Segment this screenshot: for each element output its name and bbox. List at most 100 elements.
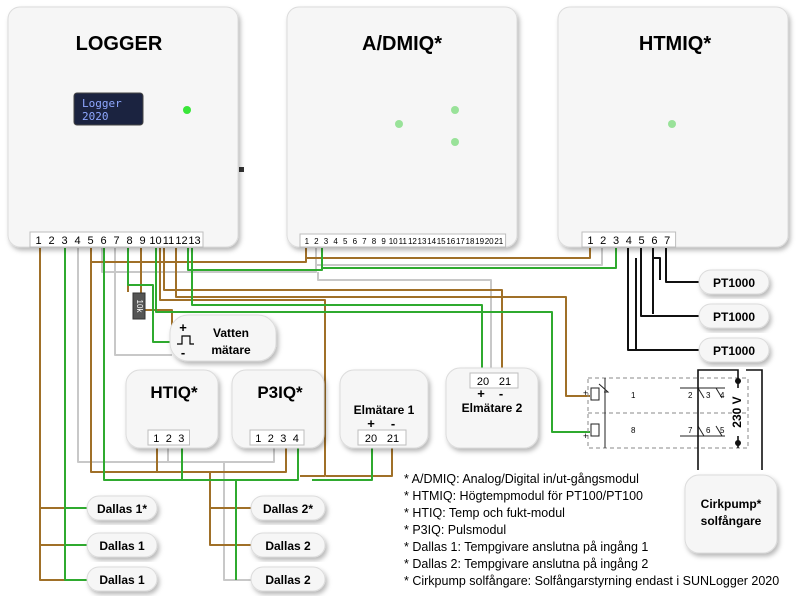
wire-brown-relay: [175, 248, 590, 397]
footnotes: * A/DMIQ: Analog/Digital in/ut-gångsmodu…: [404, 471, 796, 590]
logger-terminal-2: 2: [48, 235, 54, 247]
vatten-plus: +: [179, 320, 187, 335]
dallas-right-2: [250, 532, 326, 558]
logger-terminal-9: 9: [139, 235, 145, 247]
resistor-label: 10k: [135, 300, 144, 314]
relay-minus: +: [583, 431, 588, 441]
logger-status-led: [183, 106, 191, 114]
admiq-terminal-7: 7: [362, 237, 367, 246]
admiq-terminal-20: 20: [485, 237, 494, 246]
relay-pin-6: 6: [706, 426, 711, 435]
wire-black-pt1b: [652, 248, 661, 280]
wire-green-vatten: [127, 248, 172, 343]
relay-schematic: [587, 377, 749, 449]
cirkpump-label-1: Cirkpump*: [701, 497, 762, 511]
elmatare1-minus: -: [391, 416, 395, 431]
elmatare1-module: [339, 369, 429, 449]
htiq-terminal-block: [147, 429, 190, 446]
wire-gray-dallas-right: [223, 462, 252, 581]
wires: [39, 248, 700, 581]
p3iq-terminal-block: [249, 429, 305, 446]
admiq-terminal-1: 1: [305, 237, 310, 246]
mains-terminal-top: [735, 378, 741, 384]
mains-terminal-bottom: [735, 440, 741, 446]
dallas-left-3: [86, 566, 158, 592]
pt1000-sensor-1: [698, 269, 770, 295]
p3iq-terminal-3: 3: [280, 433, 286, 445]
admiq-led-1: [395, 120, 403, 128]
admiq-terminal-5: 5: [343, 237, 348, 246]
footnote: * Cirkpump solfångare: Solfångarstyrning…: [404, 574, 780, 588]
wire-gray-vatten: [114, 248, 172, 356]
wire-brown-dallas-right: [209, 472, 252, 546]
relay-pin-4: 4: [720, 391, 725, 400]
relay-pin-8: 8: [631, 426, 636, 435]
logger-terminal-13: 13: [188, 235, 200, 247]
wire-green-admiq: [187, 248, 323, 271]
wire-black-pt1: [665, 248, 700, 283]
relay-pin-2: 2: [688, 391, 693, 400]
admiq-terminal-12: 12: [408, 237, 417, 246]
admiq-terminal-2: 2: [314, 237, 319, 246]
elmatare1-plus: +: [367, 416, 375, 431]
htmiq-terminal-block: [581, 231, 677, 248]
elmatare1-terminal-block: [357, 429, 407, 446]
htmiq-terminal-3: 3: [613, 235, 619, 247]
pt1000-label-3: PT1000: [713, 344, 755, 358]
wire-gray-admiq-htmiq: [315, 248, 603, 272]
logger-terminal-12: 12: [175, 235, 187, 247]
htmiq-terminal-7: 7: [664, 235, 670, 247]
wire-brown-p3iq-in: [159, 248, 326, 477]
resistor-10k: 10k: [132, 292, 146, 320]
relay-pin-7: 7: [688, 426, 693, 435]
admiq-terminal-18: 18: [466, 237, 475, 246]
admiq-terminal-10: 10: [389, 237, 398, 246]
admiq-terminal-13: 13: [418, 237, 427, 246]
admiq-led-3: [451, 138, 459, 146]
logger-terminal-7: 7: [113, 235, 119, 247]
htiq-terminal-3: 3: [178, 433, 184, 445]
logger-terminal-block: [29, 231, 204, 248]
p3iq-terminal-2: 2: [268, 433, 274, 445]
elmatare1-terminal-21: 21: [387, 433, 399, 445]
admiq-terminal-14: 14: [427, 237, 436, 246]
htmiq-terminal-2: 2: [600, 235, 606, 247]
admiq-led-2: [451, 106, 459, 114]
logger-title: LOGGER: [76, 33, 163, 55]
wire-green-elm2: [191, 248, 483, 372]
pulse-icon: [177, 335, 194, 345]
p3iq-title: P3IQ*: [257, 383, 303, 402]
htmiq-terminal-4: 4: [626, 235, 632, 247]
wire-gray-p3iq: [168, 446, 275, 463]
pt1000-sensor-2: [698, 303, 770, 329]
logger-terminal-5: 5: [87, 235, 93, 247]
logger-terminal-8: 8: [126, 235, 132, 247]
pt1000-label-1: PT1000: [713, 276, 755, 290]
relay-pin-1: 1: [631, 391, 636, 400]
footnote: * P3IQ: Pulsmodul: [404, 523, 507, 537]
wire-black-pt3: [627, 248, 700, 351]
logger-terminal-6: 6: [100, 235, 106, 247]
wire-brown-htiq: [90, 262, 158, 473]
admiq-terminal-17: 17: [456, 237, 465, 246]
admiq-terminal-16: 16: [446, 237, 455, 246]
vattenmatare-box: [169, 314, 277, 362]
relay-pin-5: 5: [720, 426, 725, 435]
logger-connector-nub: [239, 167, 244, 172]
wire-green-dallas: [64, 248, 88, 581]
p3iq-module: [231, 369, 325, 449]
logger-terminal-1: 1: [35, 235, 41, 247]
htmiq-title: HTMIQ*: [639, 33, 711, 55]
elmatare1-title: Elmätare 1: [354, 403, 415, 417]
admiq-title: A/DMIQ*: [362, 33, 442, 55]
htmiq-led: [668, 120, 676, 128]
pt1000-sensor-3: [698, 337, 770, 363]
admiq-terminal-15: 15: [437, 237, 446, 246]
elmatare2-plus: +: [477, 386, 485, 401]
logger-terminal-11: 11: [163, 235, 174, 247]
elmatare2-title: Elmätare 2: [462, 401, 523, 415]
